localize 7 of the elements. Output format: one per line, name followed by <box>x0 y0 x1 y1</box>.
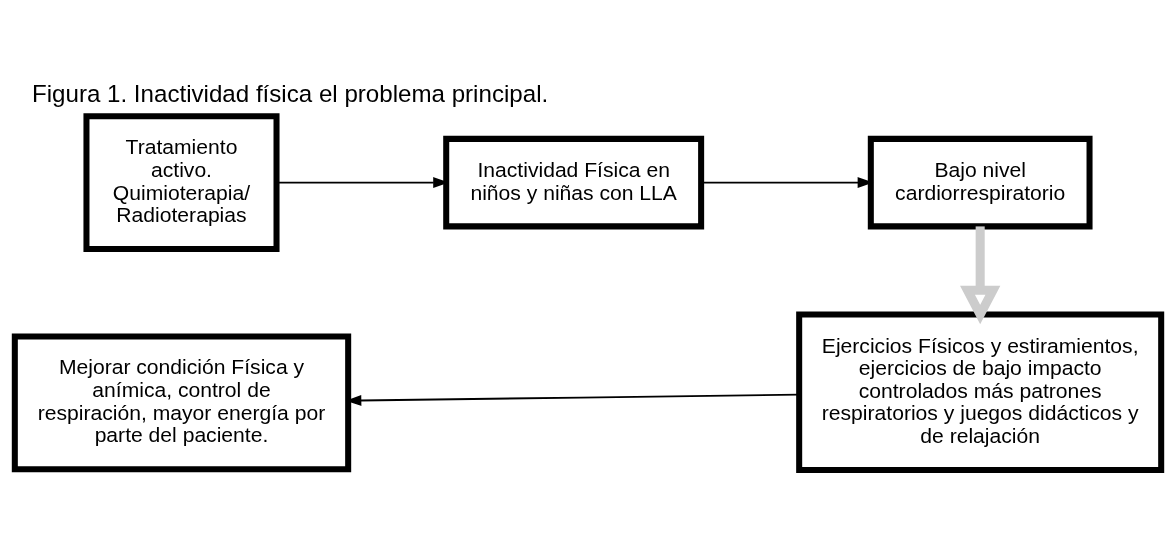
diagram-title: Figura 1. Inactividad física el problema principal. <box>31 80 549 108</box>
node-box: Inactividad Física en niños y niñas con LLA <box>443 135 705 230</box>
node-box: Bajo nivel cardiorrespiratorio <box>867 135 1093 230</box>
node-box: Mejorar condición Física y anímica, control de respiración, mayor energía por parte del paciente. <box>11 333 352 473</box>
node-box: Tratamiento activo. Quimioterapia/ Radioterapias <box>83 113 280 252</box>
node-box: Ejercicios Físicos y estiramientos, ejercicios de bajo impacto controlados más patrones respiratorios y juegos didácticos y de relajación <box>796 311 1165 473</box>
arrow <box>960 226 1001 325</box>
